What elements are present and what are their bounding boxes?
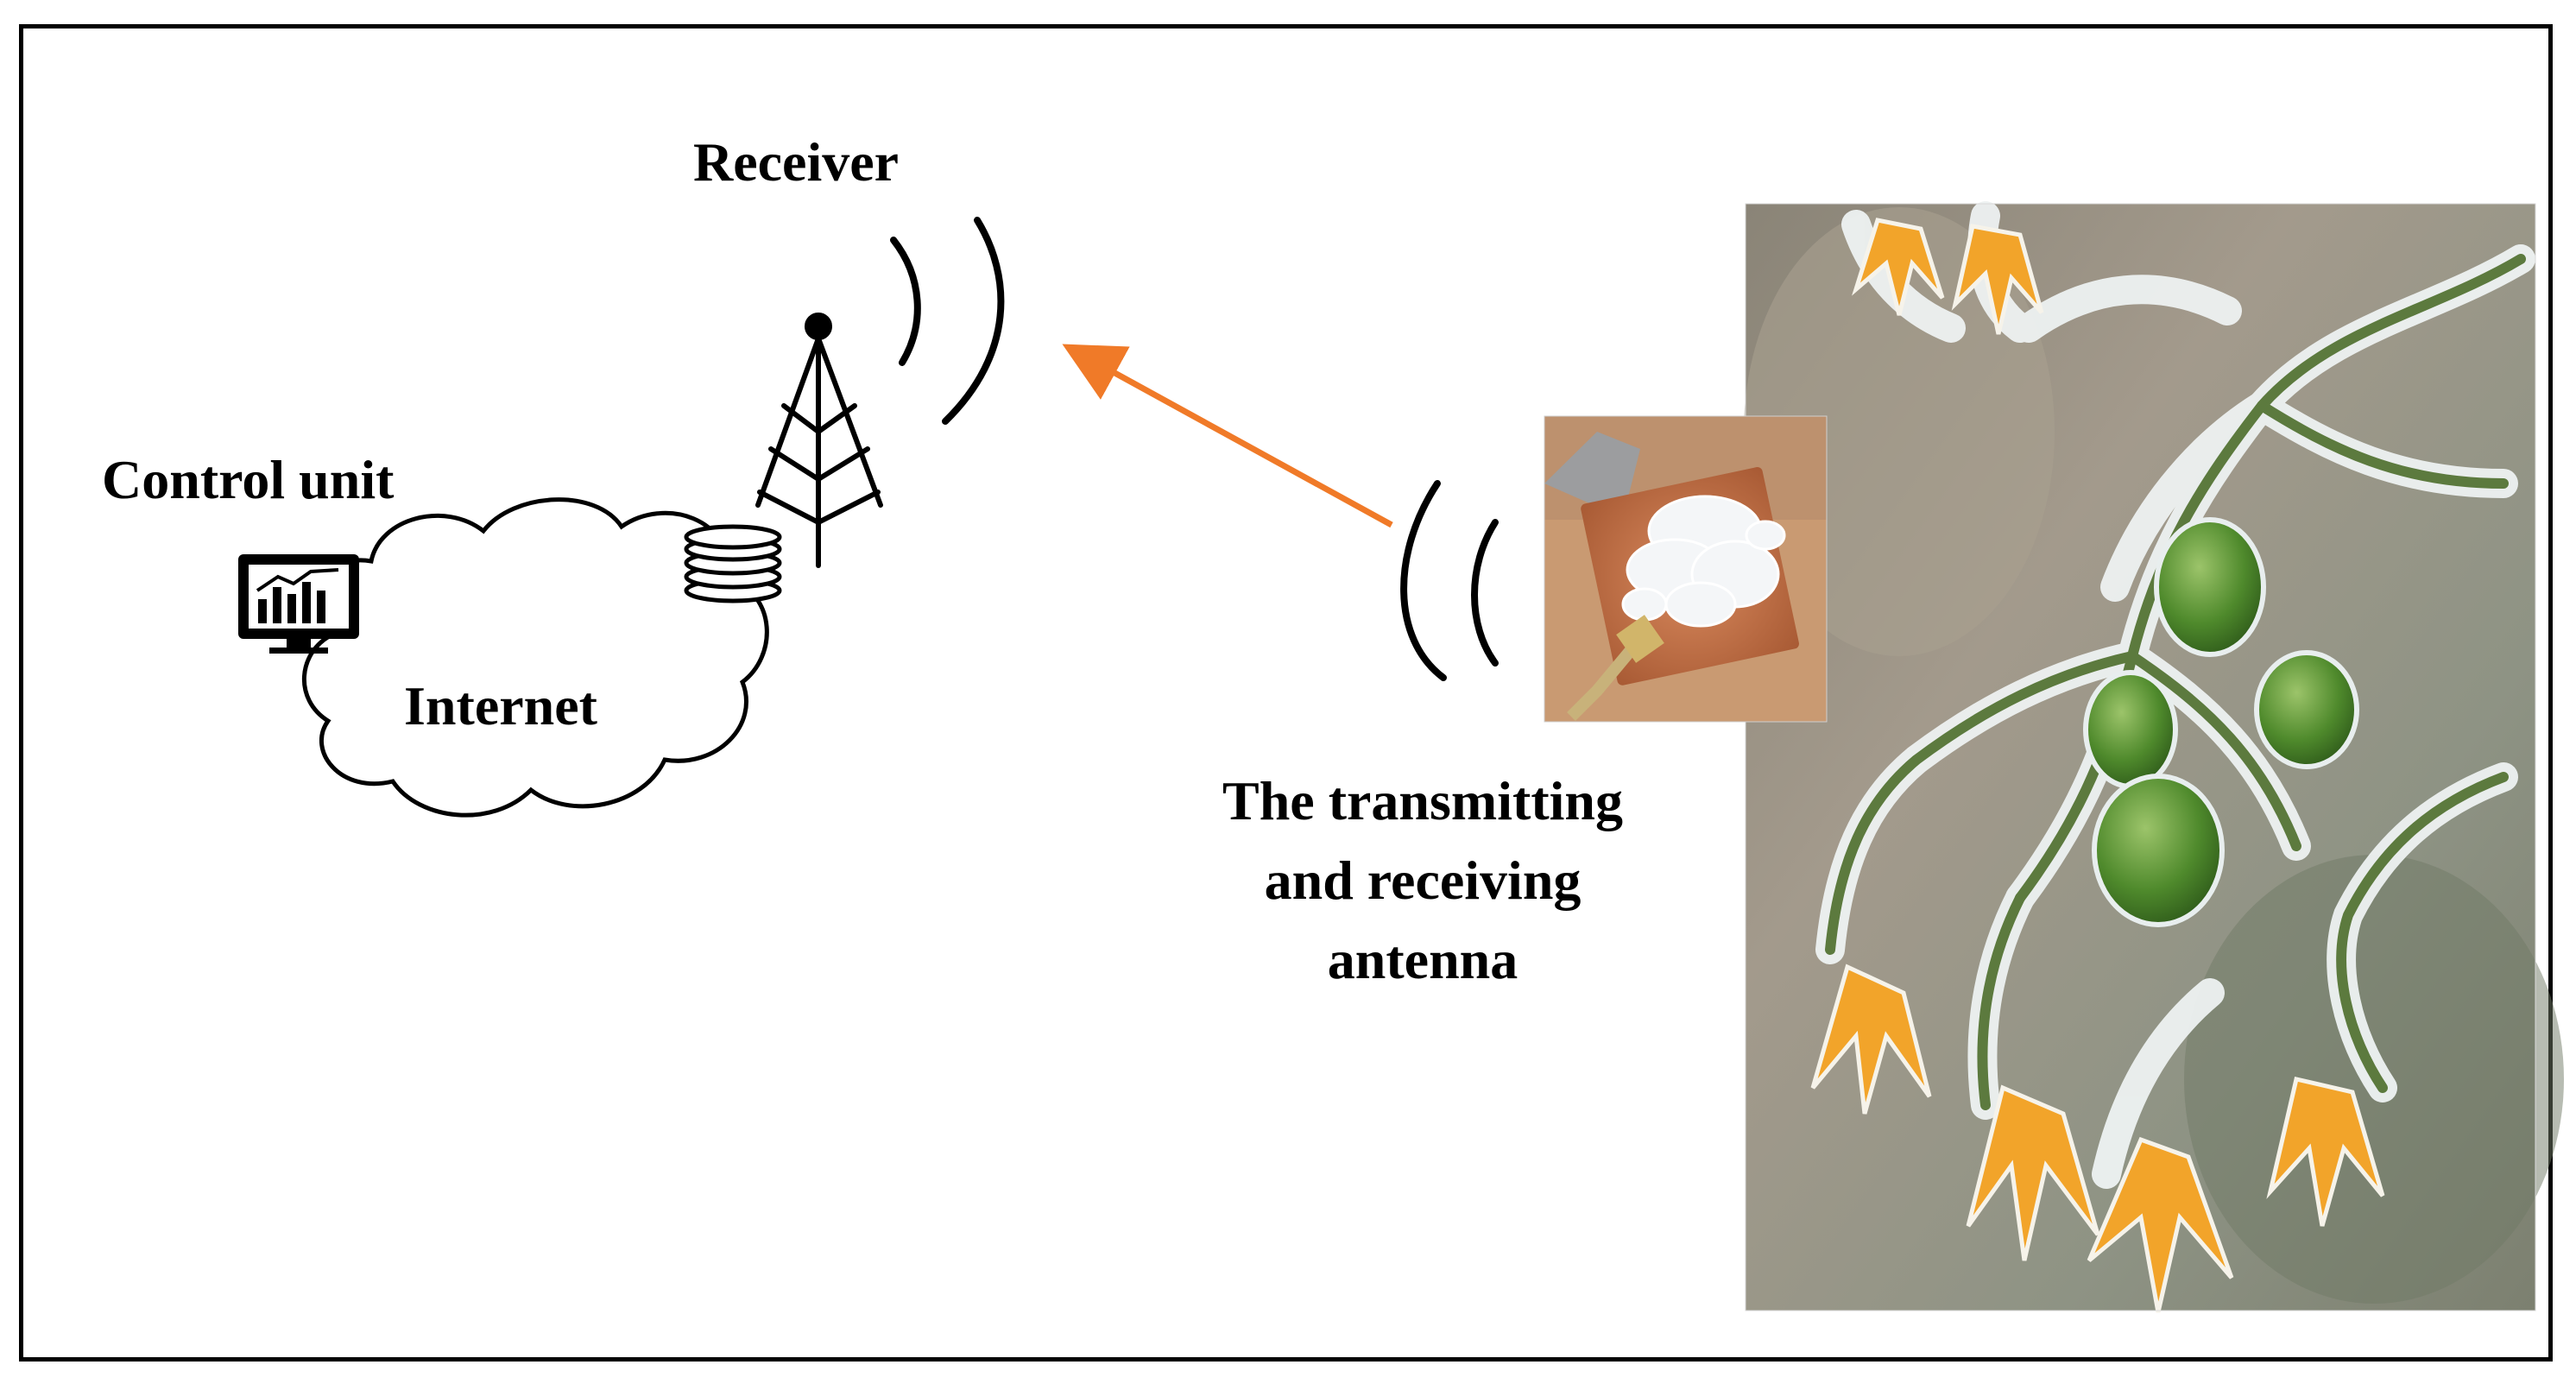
antenna-label: The transmitting and receiving antenna [1222, 770, 1623, 990]
tower-wave-icon [890, 217, 1005, 425]
monitor-chart-icon [238, 554, 359, 654]
frosted-tomato-plant-photo [1744, 201, 2564, 1313]
control-unit-label: Control unit [102, 449, 395, 510]
antenna-sensor-photo [1544, 415, 1828, 723]
receiver-label: Receiver [693, 131, 900, 193]
internet-label: Internet [404, 675, 597, 736]
diagram-border [19, 24, 2553, 1362]
signal-arrow [1062, 344, 1393, 528]
database-icon [684, 524, 782, 603]
radio-tower-icon [755, 313, 883, 568]
antenna-wave-icon [1400, 480, 1499, 681]
cloud-icon [301, 497, 769, 818]
